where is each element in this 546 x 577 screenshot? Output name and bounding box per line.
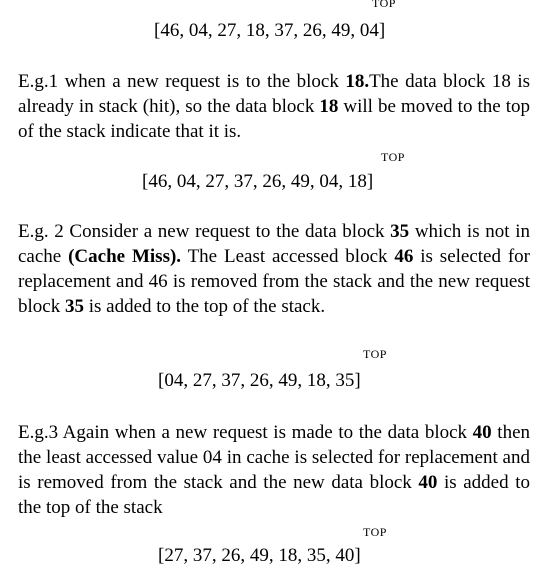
initial-top-label: TOP: [372, 0, 396, 10]
example1-stack: [46, 04, 27, 37, 26, 49, 04, 18]: [142, 171, 374, 192]
example3-top-label: TOP: [363, 525, 387, 539]
example2-top-label: TOP: [363, 347, 387, 361]
example2-paragraph: E.g. 2 Consider a new request to the dat…: [18, 221, 531, 317]
example1-top-label: TOP: [381, 150, 405, 164]
example2-stack: [04, 27, 37, 26, 49, 18, 35]: [158, 370, 361, 391]
example3-stack: [27, 37, 26, 49, 18, 35, 40]: [158, 545, 361, 566]
example3-paragraph: E.g.3 Again when a new request is made t…: [18, 422, 531, 518]
initial-stack: [46, 04, 27, 18, 37, 26, 49, 04]: [154, 20, 386, 41]
example1-paragraph: E.g.1 when a new request is to the block…: [18, 71, 531, 142]
